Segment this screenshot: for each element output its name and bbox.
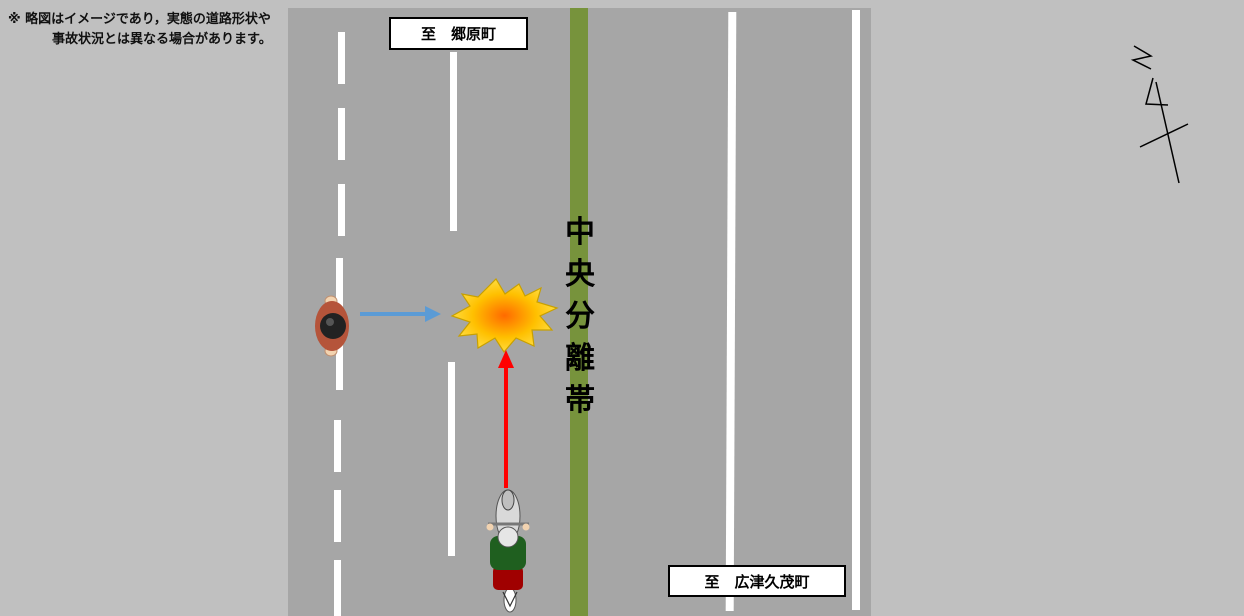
median-strip [570, 8, 588, 616]
pedestrian-arrow [360, 306, 441, 322]
collision-burst-icon [450, 278, 559, 354]
direction-label-top: 至 郷原町 [389, 17, 528, 50]
motorcycle-icon [486, 489, 530, 613]
median-char: 帯 [565, 383, 595, 418]
lane-line-right-1 [725, 11, 737, 612]
lane-line-lower [448, 362, 455, 556]
disclaimer-line-2: 事故状況とは異なる場合があります。 [52, 32, 272, 47]
disclaimer-note: ※ 略図はイメージであり，実態の道路形状や 事故状況とは異なる場合があります。 [8, 10, 272, 50]
pedestrian-icon [315, 295, 349, 357]
disclaimer-line-1: ※ 略図はイメージであり，実態の道路形状や [8, 12, 271, 27]
median-char: 央 [565, 257, 595, 292]
left-dashed-line [334, 32, 345, 616]
median-char: 分 [565, 299, 595, 334]
median-char: 中 [565, 215, 595, 250]
median-label: 中 央 分 離 帯 [562, 212, 598, 422]
median-char: 離 [565, 341, 595, 376]
lane-line-right-2 [852, 10, 860, 610]
motorcycle-arrow [498, 350, 514, 488]
north-arrow-icon [1130, 45, 1189, 184]
lane-line-upper [450, 52, 457, 231]
direction-label-bottom: 至 広津久茂町 [668, 565, 846, 597]
